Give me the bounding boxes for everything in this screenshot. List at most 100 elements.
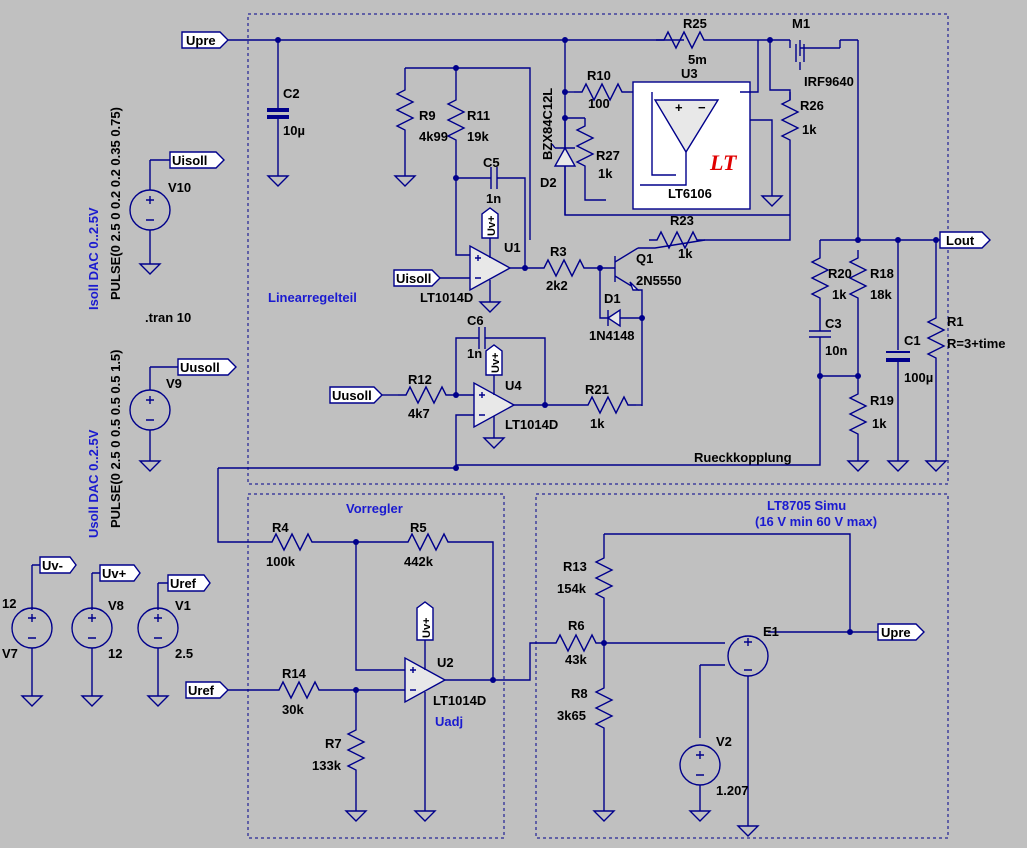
v8-ref: V8 — [108, 598, 124, 613]
r5-value: 442k — [404, 554, 434, 569]
c5-ref: C5 — [483, 155, 500, 170]
q1-symbol — [614, 247, 640, 291]
r3-ref: R3 — [550, 244, 567, 259]
u3-ref: U3 — [681, 66, 698, 81]
d2-symbol — [551, 117, 585, 215]
c2-ref: C2 — [283, 86, 300, 101]
e1-ground — [737, 819, 759, 837]
svg-text:−: − — [698, 100, 706, 115]
svg-text:Uv-: Uv- — [42, 558, 63, 573]
net-flag-usoll-u4: Uusoll — [329, 386, 383, 404]
r19-value: 1k — [872, 416, 887, 431]
svg-text:Upre: Upre — [186, 33, 216, 48]
r1-symbol — [927, 309, 945, 367]
r8-symbol — [595, 679, 613, 737]
r10-value: 100 — [588, 96, 610, 111]
vorregler-label: Vorregler — [346, 501, 403, 516]
u3-opamp-symbol — [653, 99, 720, 154]
v1-ground — [147, 689, 169, 707]
c1-ref: C1 — [904, 333, 921, 348]
svg-text:Upre: Upre — [881, 625, 911, 640]
r8-value: 3k65 — [557, 708, 586, 723]
v8-value: 12 — [108, 646, 122, 661]
c5-value: 1n — [486, 191, 501, 206]
isoll-pulse: PULSE(0 2.5 0 0.2 0.2 0.35 0.75) — [108, 107, 123, 300]
r19-symbol — [849, 385, 867, 443]
r7-ground — [345, 804, 367, 822]
r21-symbol — [579, 396, 637, 414]
r3-value: 2k2 — [546, 278, 568, 293]
r1-value: R=3+time — [947, 336, 1006, 351]
lt8705-range: (16 V min 60 V max) — [755, 514, 877, 529]
e1-symbol — [727, 635, 769, 677]
v10-symbol — [129, 189, 171, 231]
r13-symbol — [595, 549, 613, 607]
c6-ref: C6 — [467, 313, 484, 328]
svg-text:Uref: Uref — [188, 683, 215, 698]
svg-text:Uref: Uref — [170, 576, 197, 591]
c2-value: 10µ — [283, 123, 305, 138]
v7-symbol — [11, 607, 53, 649]
u1-value: LT1014D — [420, 290, 473, 305]
u3-internal — [640, 92, 687, 186]
net-flag-uvm: Uv- — [39, 556, 77, 574]
r20-symbol — [811, 249, 829, 307]
v8-symbol — [71, 607, 113, 649]
r10-ref: R10 — [587, 68, 611, 83]
d1-ref: D1 — [604, 291, 621, 306]
v2-ground — [689, 804, 711, 822]
linear-section-label: Linearregelteil — [268, 290, 357, 305]
v9-ref: V9 — [166, 376, 182, 391]
wire-m1-gate — [769, 40, 791, 100]
net-flag-usoll-source: Uusoll — [177, 358, 237, 376]
frame-lt8705 — [535, 493, 949, 839]
u2-ref: U2 — [437, 655, 454, 670]
r3-symbol — [535, 259, 593, 277]
svg-text:Uv+: Uv+ — [486, 216, 498, 237]
v9-symbol — [129, 389, 171, 431]
rueckkopplung-label: Rueckkopplung — [694, 450, 792, 465]
d2-value: BZX84C12L — [540, 88, 555, 160]
net-flag-uvp-u2: Uv+ — [416, 601, 434, 641]
c3-ref: C3 — [825, 316, 842, 331]
r27-symbol — [576, 117, 594, 175]
r6-symbol — [547, 634, 605, 652]
v7-ref: V7 — [2, 646, 18, 661]
m1-ref: M1 — [792, 16, 810, 31]
net-flag-lout: Lout — [939, 231, 991, 249]
r9-symbol — [396, 81, 414, 139]
frame-vorregler — [247, 493, 505, 839]
usoll-pulse: PULSE(0 2.5 0 0.5 0.5 0.5 1.5) — [108, 350, 123, 529]
lt-logo: LT — [709, 150, 738, 175]
wire-r26-r23 — [705, 148, 791, 241]
r12-value: 4k7 — [408, 406, 430, 421]
r6-value: 43k — [565, 652, 587, 667]
r11-ref: R11 — [467, 108, 490, 123]
c6-value: 1n — [467, 346, 482, 361]
u1-ref: U1 — [504, 240, 521, 255]
r18-ref: R18 — [870, 266, 894, 281]
r14-value: 30k — [282, 702, 304, 717]
u2-ground — [414, 804, 436, 822]
r23-value: 1k — [678, 246, 693, 261]
v1-ref: V1 — [175, 598, 191, 613]
isoll-dac-note: Isoll DAC 0..2.5V — [86, 207, 101, 310]
r8-ground — [593, 804, 615, 822]
r5-ref: R5 — [410, 520, 427, 535]
v10-ref: V10 — [168, 180, 191, 195]
r7-symbol — [347, 721, 365, 779]
v2-ref: V2 — [716, 734, 732, 749]
d1-value: 1N4148 — [589, 328, 635, 343]
r4-value: 100k — [266, 554, 296, 569]
wire-u3-sense — [740, 40, 759, 93]
e1-ref: E1 — [763, 624, 779, 639]
r19-ref: R19 — [870, 393, 894, 408]
net-flag-uvp-u1: Uv+ — [481, 207, 499, 239]
v10-ground — [139, 257, 161, 275]
svg-text:Uusoll: Uusoll — [332, 388, 372, 403]
r26-ref: R26 — [800, 98, 824, 113]
u2-value: LT1014D — [433, 693, 486, 708]
r12-symbol — [397, 386, 455, 404]
svg-text:Lout: Lout — [946, 233, 975, 248]
r7-ref: R7 — [325, 736, 342, 751]
